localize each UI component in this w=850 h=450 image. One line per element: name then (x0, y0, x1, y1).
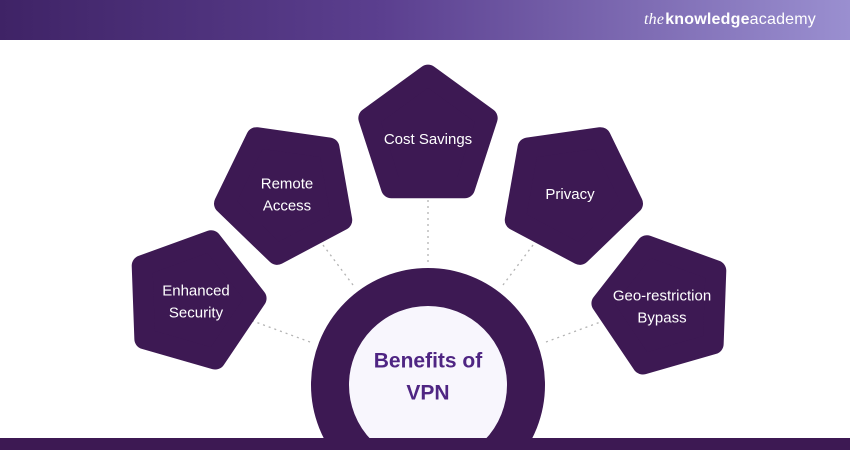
pentagon-label-geo-restriction-bypass: Geo-restriction Bypass (612, 287, 712, 326)
header-bar: theknowledgeacademy (0, 0, 850, 40)
footer-bar (0, 438, 850, 450)
pentagon-shape (131, 230, 267, 370)
center-title-line1: Benefits of (373, 349, 483, 373)
logo-the: the (644, 11, 665, 28)
center-title-line2: VPN (406, 381, 450, 404)
pentagon-label-remote-access: Remote Access (260, 175, 314, 214)
pentagon-shape (591, 235, 727, 375)
logo-knowledge: knowledge (665, 11, 750, 28)
pentagon-geo-restriction-bypass: Geo-restriction Bypass (584, 229, 740, 385)
connector-geo-restriction (545, 319, 607, 343)
center-title: Benefits of VPN (374, 346, 483, 409)
connector-enhanced-security (249, 319, 311, 343)
pentagon-enhanced-security: Enhanced Security (118, 224, 274, 380)
pentagon-shape (358, 64, 498, 199)
logo-academy: academy (749, 11, 816, 28)
pentagon-shape (504, 127, 643, 265)
pentagon-remote-access: Remote Access (209, 117, 365, 273)
pentagon-shape (214, 127, 353, 265)
pentagon-cost-savings: Cost Savings (350, 62, 506, 218)
pentagon-label-enhanced-security: Enhanced Security (162, 282, 230, 321)
brand-logo: theknowledgeacademy (644, 11, 816, 29)
pentagon-label-privacy: Privacy (545, 186, 595, 204)
pentagon-label-cost-savings: Cost Savings (383, 131, 473, 149)
center-arch-ring (311, 268, 545, 450)
pentagon-privacy: Privacy (492, 117, 648, 273)
